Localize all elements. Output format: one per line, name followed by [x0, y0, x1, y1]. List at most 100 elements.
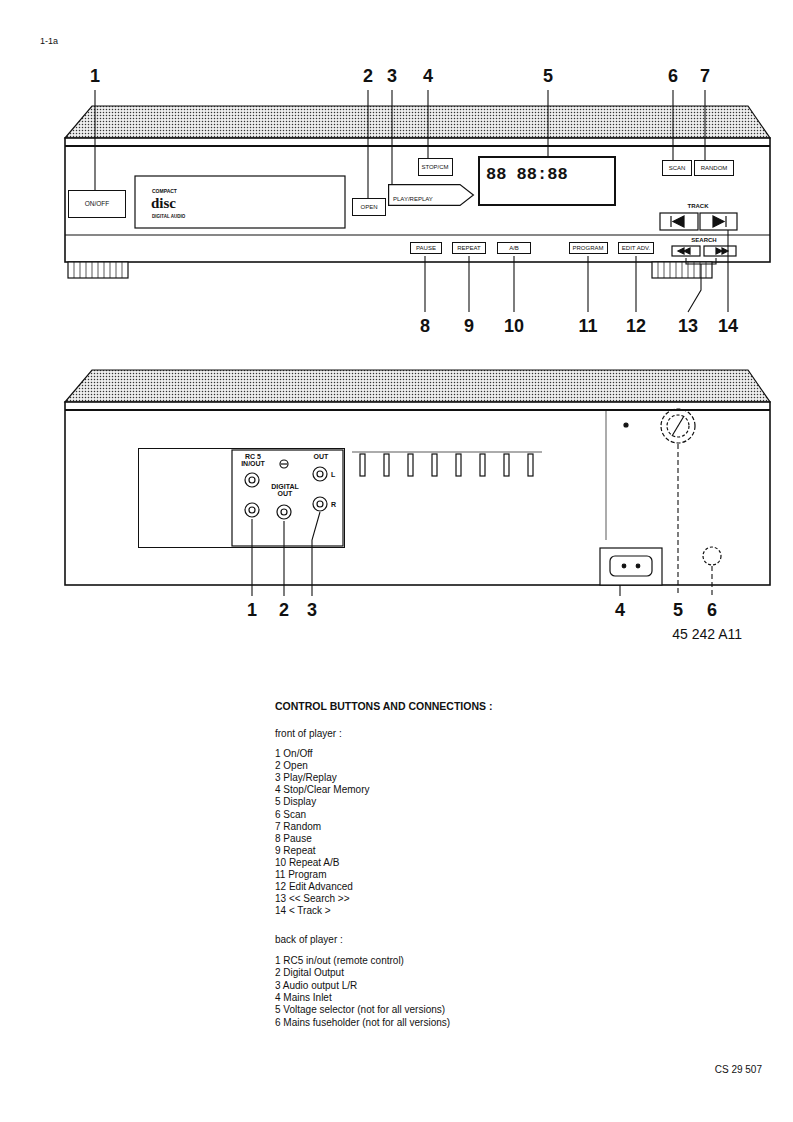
list-item: 6 Scan	[275, 809, 306, 821]
player-back	[408, 454, 413, 476]
callout-number: 7	[700, 66, 710, 87]
leader-line	[312, 512, 320, 596]
leader-line	[468, 256, 469, 312]
list-item: 10 Repeat A/B	[275, 857, 340, 869]
leader-line	[688, 264, 701, 312]
player-front	[684, 248, 690, 254]
player-front	[65, 106, 770, 138]
player-front	[660, 213, 698, 230]
leader-line	[391, 90, 392, 184]
leader-line	[513, 256, 514, 312]
leader-line	[711, 566, 712, 596]
list-item: 2 Open	[275, 760, 308, 772]
player-back	[277, 505, 291, 519]
logo-text: disc	[151, 195, 176, 212]
list-item: 1 On/Off	[275, 748, 313, 760]
socket-label: L	[331, 471, 339, 478]
player-back	[528, 454, 533, 476]
player-back	[703, 547, 721, 565]
open-button: OPEN	[352, 198, 386, 216]
player-front	[704, 246, 736, 256]
player-back	[317, 501, 323, 507]
connector-plate: RC 5 IN/OUT DIGITAL OUT OUT L R	[138, 448, 345, 548]
player-front	[700, 213, 737, 230]
program-button: PROGRAM	[569, 242, 608, 254]
socket-label: R	[331, 501, 339, 508]
scan-button: SCAN	[662, 160, 692, 176]
player-back	[65, 409, 770, 411]
stop-button: STOP/CM	[418, 158, 453, 176]
socket-label: DIGITAL OUT	[267, 483, 303, 497]
list-item: 12 Edit Advanced	[275, 881, 353, 893]
player-back	[245, 503, 259, 517]
callout-number: 14	[718, 316, 738, 337]
socket-label: OUT	[309, 453, 333, 460]
leader-line	[686, 258, 716, 264]
player-front	[713, 216, 724, 227]
button-label: RANDOM	[701, 165, 728, 171]
button-label: OPEN	[360, 204, 377, 210]
leader-line	[619, 585, 620, 596]
button-label: 88 88:88	[486, 166, 568, 183]
list-item: 9 Repeat	[275, 845, 316, 857]
panel-legend: SEARCH	[691, 237, 716, 244]
player-back	[661, 409, 695, 443]
leader-line	[94, 90, 95, 190]
list-heading: back of player :	[275, 934, 343, 946]
edit-button: EDIT ADV.	[618, 242, 654, 254]
list-item: 5 Voltage selector (not for all versions…	[275, 1004, 445, 1016]
figure-number: 1-1a	[40, 36, 58, 46]
play-button: PLAY/REPLAY	[388, 184, 474, 206]
display-window: 88 88:88	[478, 156, 616, 206]
callout-number: 3	[307, 600, 317, 621]
leader-line	[283, 521, 284, 596]
leader-line	[704, 90, 705, 160]
player-back	[360, 454, 365, 476]
player-front	[673, 216, 684, 227]
button-label: ON/OFF	[85, 201, 110, 208]
player-front	[74, 262, 122, 278]
player-back	[249, 477, 255, 483]
player-back	[600, 548, 662, 585]
list-item: 4 Stop/Clear Memory	[275, 784, 369, 796]
list-item: 11 Program	[275, 869, 327, 881]
player-front	[65, 234, 770, 235]
player-front	[65, 138, 770, 262]
player-front	[670, 216, 671, 227]
player-back	[636, 564, 640, 568]
player-back	[65, 402, 770, 585]
player-back	[313, 497, 327, 511]
list-item: 7 Random	[275, 821, 321, 833]
callout-number: 6	[668, 66, 678, 87]
player-back	[281, 463, 287, 464]
leader-line	[424, 256, 425, 312]
callout-number: 2	[279, 600, 289, 621]
player-back	[352, 452, 542, 453]
callout-number: 3	[387, 66, 397, 87]
repeat-button: REPEAT	[452, 242, 486, 254]
list-item: 5 Display	[275, 796, 316, 808]
callout-number: 10	[504, 316, 524, 337]
button-label: PAUSE	[416, 245, 436, 251]
callout-number: 2	[363, 66, 373, 87]
button-label: REPEAT	[457, 245, 481, 251]
player-back	[65, 370, 770, 585]
callout-number: 9	[464, 316, 474, 337]
leader-line	[635, 256, 636, 312]
player-back	[313, 467, 327, 481]
socket-label: RC 5 IN/OUT	[238, 453, 268, 467]
leader-line	[672, 90, 673, 160]
leader-line	[251, 519, 252, 596]
player-back	[281, 509, 287, 515]
logo-text: DIGITAL AUDIO	[152, 214, 185, 219]
button-label: PROGRAM	[572, 245, 603, 251]
callout-number: 1	[90, 66, 100, 87]
leader-line	[677, 444, 678, 596]
player-back	[672, 416, 684, 436]
page-code: CS 29 507	[715, 1064, 762, 1076]
player-back	[624, 423, 628, 427]
player-back	[622, 564, 626, 568]
callout-number: 6	[707, 600, 717, 621]
leader-line	[367, 90, 368, 198]
player-front	[672, 246, 700, 256]
